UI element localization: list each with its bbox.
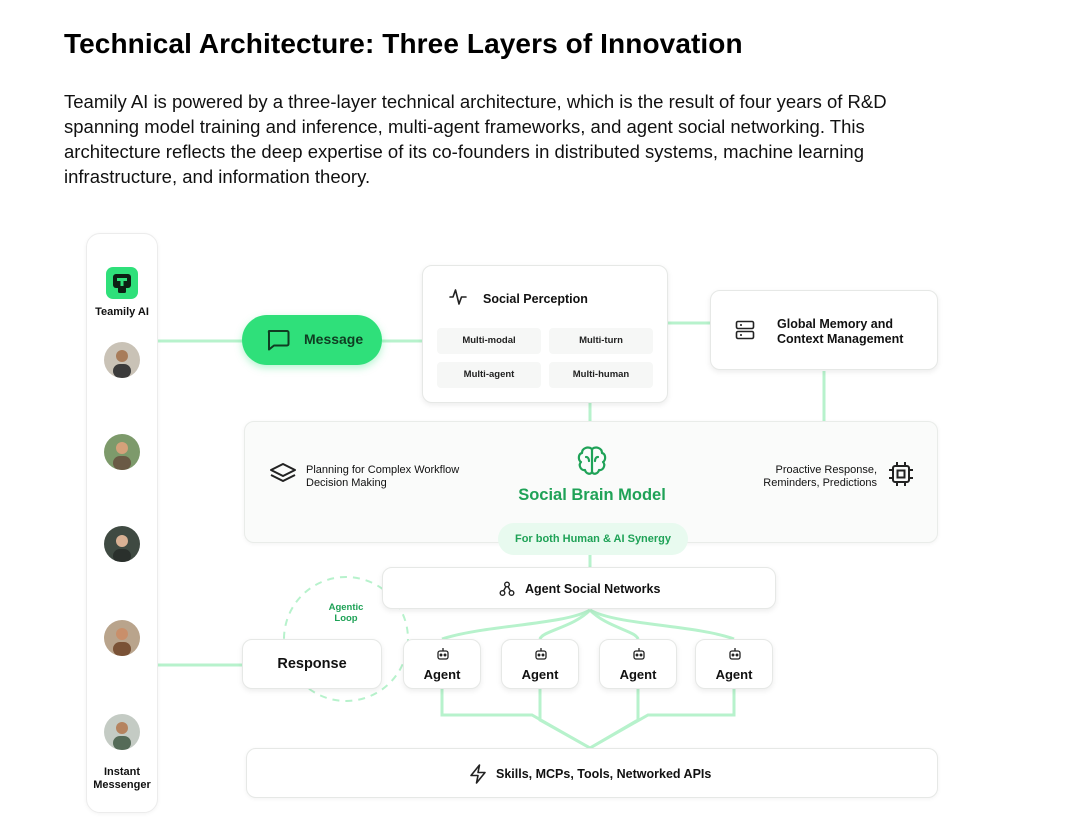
synergy-tag: For both Human & AI Synergy	[498, 523, 688, 555]
avatar	[104, 526, 140, 562]
proactive-label: Proactive Response, Reminders, Predictio…	[763, 464, 877, 489]
social-perception-title: Social Perception	[483, 292, 588, 306]
brain-icon	[575, 444, 609, 483]
lightning-icon	[469, 764, 487, 789]
response-card: Response	[242, 639, 382, 689]
social-perception-card: Social Perception Multi-modal Multi-turn…	[422, 265, 668, 403]
global-memory-label: Global Memory and Context Management	[777, 317, 904, 346]
agent-label: Agent	[619, 667, 657, 682]
message-label: Message	[304, 331, 364, 347]
response-label: Response	[277, 656, 347, 672]
agent-label: Agent	[521, 667, 559, 682]
agent-card: Agent	[501, 639, 579, 689]
chip-multi-human: Multi-human	[549, 362, 653, 388]
agent-label: Agent	[423, 667, 461, 682]
chip-multi-turn: Multi-turn	[549, 328, 653, 354]
agentic-loop-label: Agentic Loop	[328, 602, 364, 624]
pulse-icon	[449, 288, 467, 311]
network-icon	[499, 581, 515, 602]
planning-label: Planning for Complex Workflow Decision M…	[306, 464, 460, 489]
chat-bubble-icon	[266, 329, 290, 356]
agent-card: Agent	[599, 639, 677, 689]
skills-tools-label: Skills, MCPs, Tools, Networked APIs	[496, 767, 712, 781]
teamily-logo-icon	[106, 267, 138, 299]
architecture-diagram: Teamily AI Instant Messenger Message	[64, 215, 968, 827]
layers-icon	[269, 462, 297, 491]
brand-label: Teamily AI	[95, 306, 149, 318]
bot-icon	[436, 647, 450, 666]
avatar	[104, 620, 140, 656]
avatar	[104, 434, 140, 470]
instant-messenger-label: Instant Messenger	[93, 766, 151, 791]
agent-social-networks-label: Agent Social Networks	[525, 582, 661, 596]
message-node: Message	[242, 315, 382, 365]
chip-multi-modal: Multi-modal	[437, 328, 541, 354]
social-brain-model-card: Planning for Complex Workflow Decision M…	[244, 421, 938, 543]
agent-social-networks-card: Agent Social Networks	[382, 567, 776, 609]
cpu-icon	[887, 460, 915, 493]
social-brain-model-title: Social Brain Model	[518, 486, 666, 504]
instant-messenger-sidebar: Teamily AI Instant Messenger	[86, 233, 158, 813]
bot-icon	[534, 647, 548, 666]
connector-lines	[121, 321, 826, 750]
chip-multi-agent: Multi-agent	[437, 362, 541, 388]
agent-label: Agent	[715, 667, 753, 682]
avatar	[104, 714, 140, 750]
server-icon	[735, 320, 755, 345]
intro-paragraph: Teamily AI is powered by a three-layer t…	[64, 91, 887, 187]
skills-tools-card: Skills, MCPs, Tools, Networked APIs	[246, 748, 938, 798]
agent-card: Agent	[695, 639, 773, 689]
agent-card: Agent	[403, 639, 481, 689]
page-title: Technical Architecture: Three Layers of …	[64, 28, 743, 59]
global-memory-card: Global Memory and Context Management	[710, 290, 938, 370]
avatar	[104, 342, 140, 378]
bot-icon	[632, 647, 646, 666]
bot-icon	[728, 647, 742, 666]
